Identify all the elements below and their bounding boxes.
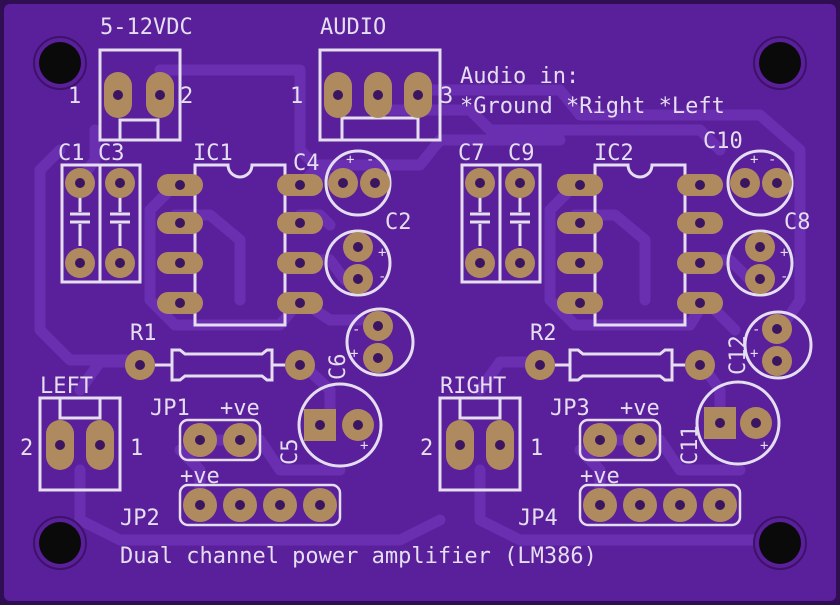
r2-label: R2 (530, 321, 557, 346)
r2-outline (568, 348, 674, 382)
c10-minus-mark: - (768, 152, 776, 168)
c8-plus-mark: + (780, 245, 788, 261)
c12-outline (743, 310, 813, 380)
audio-legend-pins: *Ground *Right *Left (460, 94, 725, 119)
c4-plus-mark: + (346, 152, 354, 168)
ic1-label: IC1 (193, 141, 233, 166)
c4-label: C4 (293, 151, 320, 176)
audio-legend-title: Audio in: (460, 64, 579, 89)
left-connector-outline (38, 396, 122, 492)
c2-minus-mark: - (378, 269, 386, 285)
right-pin2-label: 2 (420, 436, 433, 461)
c11-plus-mark: + (760, 438, 768, 454)
c6-minus-mark: - (352, 322, 360, 338)
jp1-ve-label: +ve (220, 396, 260, 421)
c3-label: C3 (98, 141, 125, 166)
mounting-holes (33, 36, 807, 570)
jp4-ve-label: +ve (580, 464, 620, 489)
c12-label: C12 (726, 335, 751, 375)
c5-plus-mark: + (360, 438, 368, 454)
right-connector-label: RIGHT (440, 374, 506, 399)
audio-pin1-label: 1 (290, 84, 303, 109)
c11-outline (695, 380, 781, 466)
jp4-label: JP4 (518, 506, 558, 531)
audio-connector-outline (318, 48, 442, 142)
jp2-label: JP2 (120, 506, 160, 531)
ic1-outline (193, 163, 287, 327)
c2-outline (324, 229, 392, 297)
c8-outline (726, 229, 794, 297)
jp3-label: JP3 (550, 396, 590, 421)
silkscreen-outlines (38, 48, 813, 492)
pad-holes (55, 90, 782, 510)
c4-minus-mark: - (366, 152, 374, 168)
c7-label: C7 (458, 141, 485, 166)
c1-label: C1 (58, 141, 85, 166)
jumper-outlines (178, 418, 742, 527)
audio-connector-label: AUDIO (320, 15, 386, 40)
pads (46, 72, 792, 522)
left-pin1-label: 1 (130, 436, 143, 461)
ic2-outline (593, 163, 687, 327)
ic2-label: IC2 (594, 141, 634, 166)
board-title: Dual channel power amplifier (LM386) (120, 544, 597, 569)
silkscreen-text: 5-12VDC 1 2 AUDIO 1 3 Audio in: *Ground … (20, 15, 811, 569)
c2-label: C2 (385, 210, 412, 235)
c6-plus-mark: + (350, 346, 358, 362)
power-pin2-label: 2 (180, 84, 193, 109)
c8-label: C8 (784, 210, 811, 235)
left-pin2-label: 2 (20, 436, 33, 461)
jp2-ve-label: +ve (180, 464, 220, 489)
polarity-marks: + - + - - + + + - + - - + + (346, 152, 788, 454)
power-pin1-label: 1 (68, 84, 81, 109)
right-connector-outline (438, 396, 522, 492)
r1-outline (170, 348, 274, 382)
c8-minus-mark: - (780, 269, 788, 285)
jp3-ve-label: +ve (620, 396, 660, 421)
c12-minus-mark: - (752, 322, 760, 338)
r1-label: R1 (130, 321, 157, 346)
audio-pin3-label: 3 (440, 84, 453, 109)
c9-label: C9 (508, 141, 535, 166)
rotated-labels: C6 C5 C12 C11 (278, 335, 751, 465)
c10-plus-mark: + (750, 152, 758, 168)
c6-label: C6 (326, 354, 351, 381)
power-connector-outline (98, 48, 182, 142)
c11-label: C11 (678, 425, 703, 465)
c6-outline (345, 307, 415, 377)
c2-plus-mark: + (378, 245, 386, 261)
right-pin1-label: 1 (530, 436, 543, 461)
jp1-label: JP1 (150, 396, 190, 421)
c10-label: C10 (703, 129, 743, 154)
left-connector-label: LEFT (40, 374, 93, 399)
c5-label: C5 (278, 439, 303, 466)
c12-plus-mark: + (750, 346, 758, 362)
power-connector-label: 5-12VDC (100, 15, 193, 40)
c5-outline (297, 382, 383, 468)
